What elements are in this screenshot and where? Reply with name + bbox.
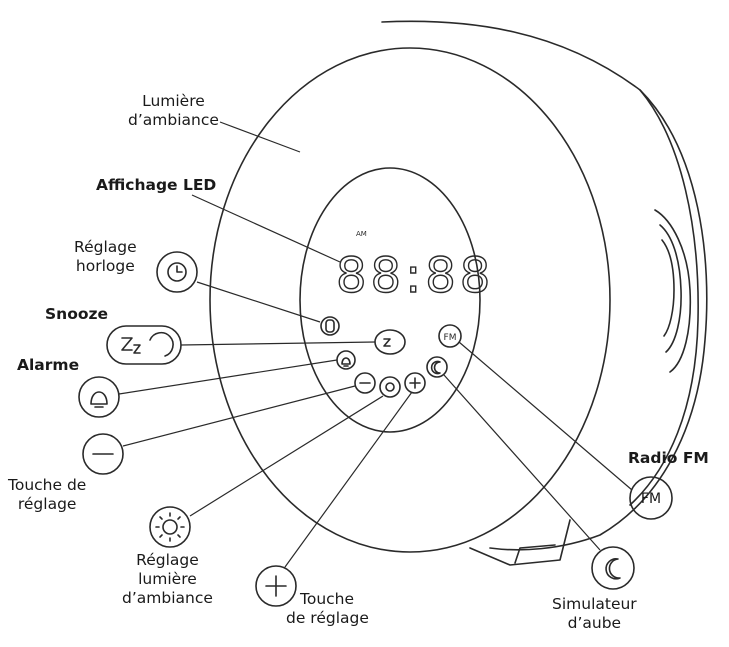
label-light-setting: Réglage lumière d’ambiance (122, 551, 213, 607)
panel-snooze-button[interactable] (374, 329, 406, 355)
control-panel (299, 167, 481, 433)
plus-icon (255, 565, 297, 607)
label-ambient-light: Lumière d’ambiance (128, 92, 219, 129)
moon-icon (591, 546, 635, 590)
label-snooze: Snooze (45, 305, 109, 323)
led-digits: 88:88 (336, 248, 494, 304)
panel-clock-button[interactable] (320, 316, 340, 336)
device-base (469, 519, 571, 566)
minus-icon (82, 433, 124, 475)
leader-led-display (191, 194, 341, 263)
fm-radio-icon-text: FM (641, 491, 661, 507)
leader-clock-setting (196, 281, 321, 323)
leader-light (189, 395, 384, 517)
label-led-display: Affichage LED (96, 176, 217, 194)
panel-minus-button[interactable] (354, 372, 376, 394)
device-back-housing (381, 20, 708, 551)
panel-fm-text: FM (444, 333, 457, 343)
leader-dawn (443, 374, 601, 551)
led-am-indicator: AM (356, 230, 367, 238)
leader-minus (122, 385, 356, 447)
label-dawn-simulator: Simulateur d’aube (552, 595, 637, 632)
panel-plus-button[interactable] (404, 372, 426, 394)
snooze-icon (106, 325, 182, 365)
label-plus-key: Touche de réglage (286, 590, 369, 627)
device-back-rim (629, 89, 699, 506)
leader-fm (458, 341, 633, 491)
front-diffuser-disc (209, 47, 611, 553)
panel-dawn-button[interactable] (426, 356, 448, 378)
leader-ambient-light (219, 121, 301, 153)
label-alarm: Alarme (17, 356, 80, 374)
leader-plus (284, 391, 413, 568)
fm-radio-icon (629, 476, 673, 520)
clock-setting-icon (156, 251, 198, 293)
bell-icon (78, 376, 120, 418)
label-radio-fm: Radio FM (628, 449, 709, 467)
leader-snooze (180, 341, 376, 346)
label-clock-setting: Réglage horloge (74, 238, 137, 275)
panel-light-button[interactable] (379, 376, 401, 398)
side-grille (654, 209, 692, 373)
label-minus-key: Touche de réglage (8, 476, 87, 513)
leader-alarm (118, 359, 338, 395)
panel-fm-button[interactable] (438, 324, 462, 348)
sun-icon (149, 506, 191, 548)
